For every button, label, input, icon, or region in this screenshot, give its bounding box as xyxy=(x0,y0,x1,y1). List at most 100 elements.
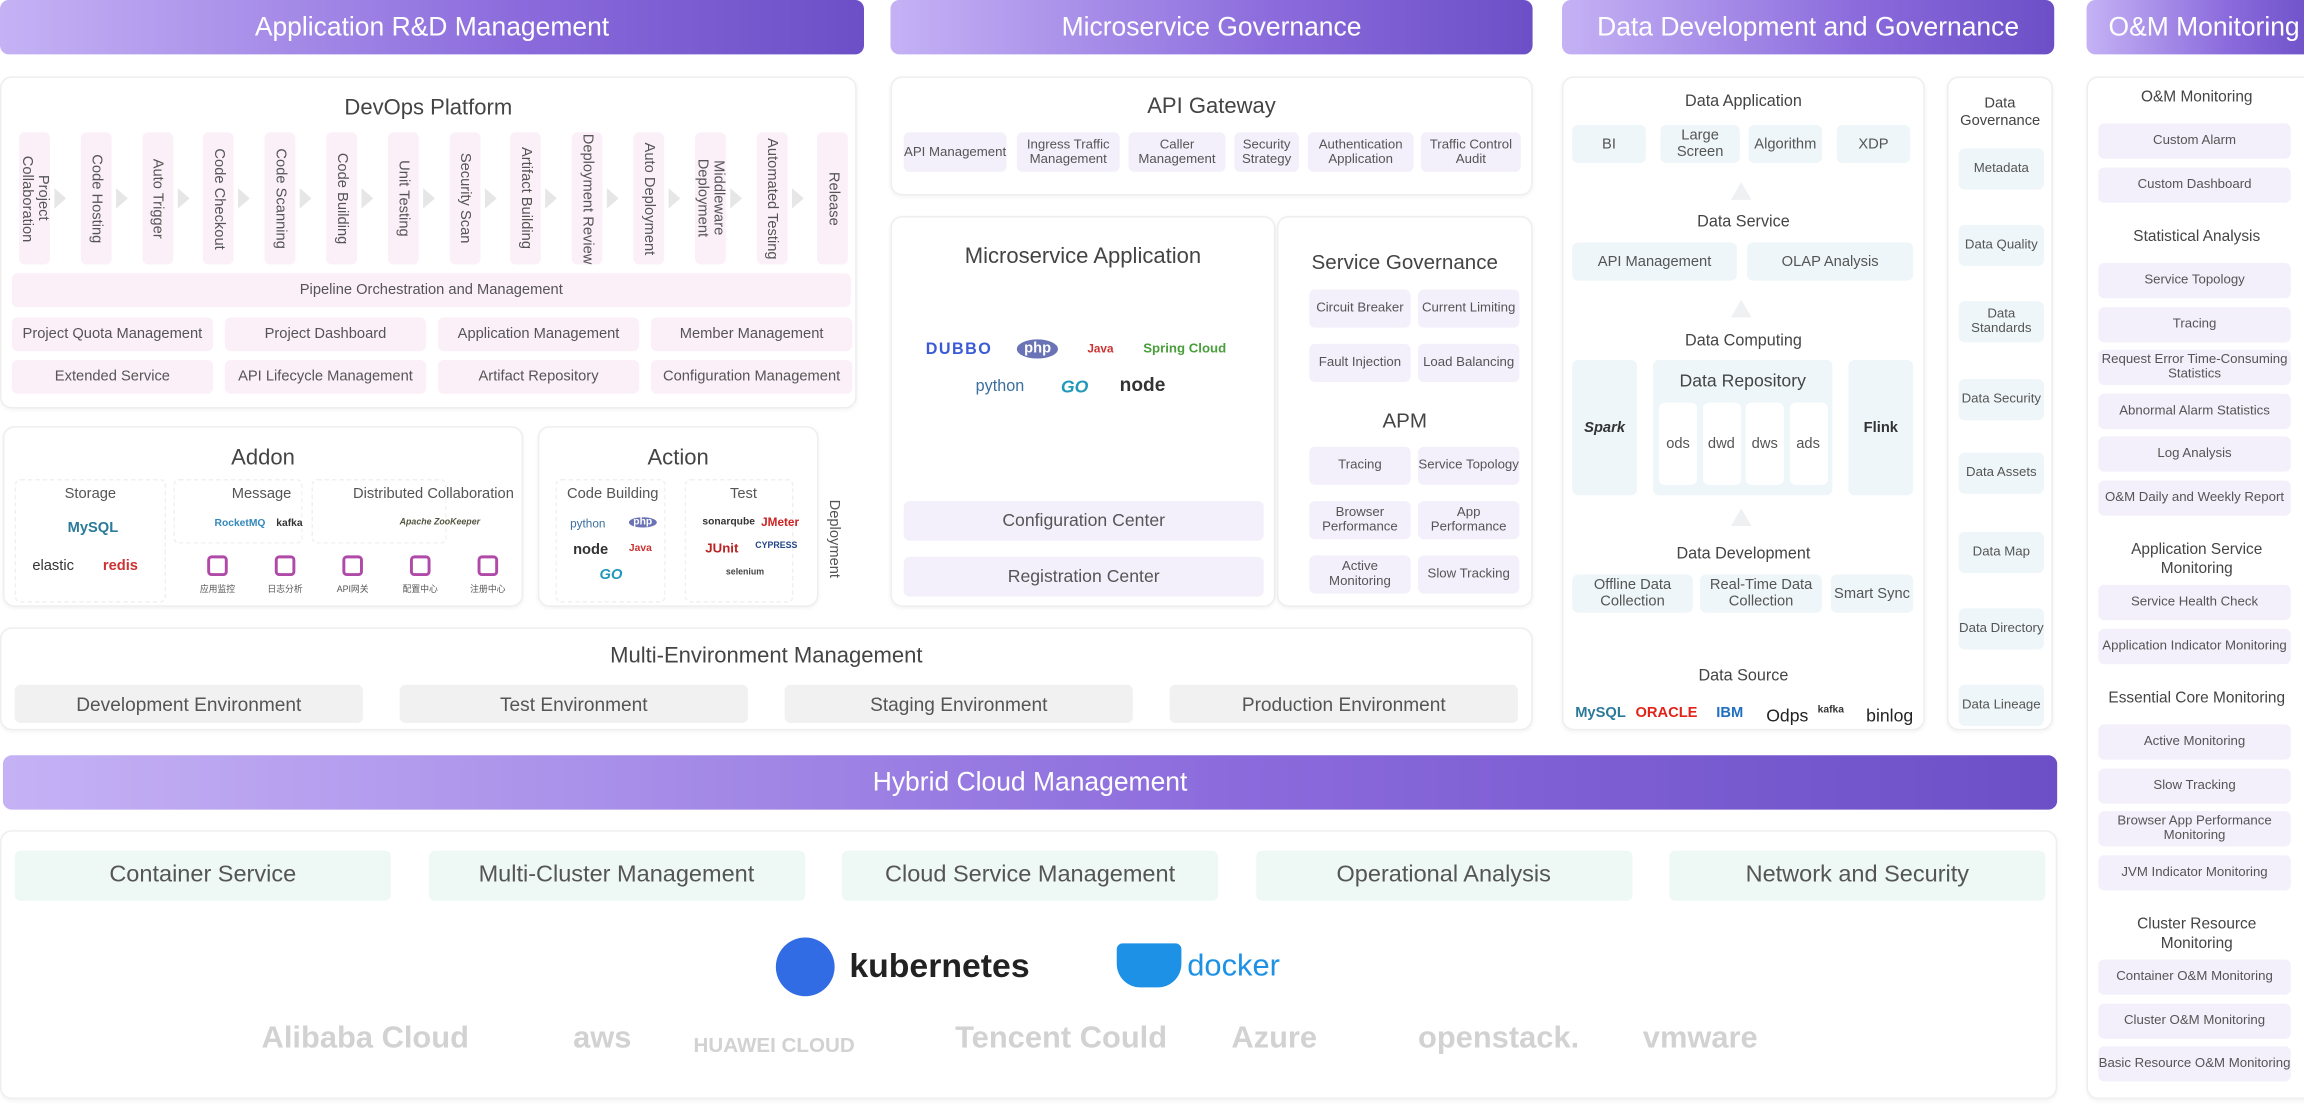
cloud-provider-logo: aws xyxy=(573,1021,632,1056)
pipeline-step: Release xyxy=(817,132,849,265)
om-item: Tracing xyxy=(2098,306,2291,342)
mysql-logo: MySQL xyxy=(67,520,119,537)
om-item: Abnormal Alarm Statistics xyxy=(2098,393,2291,429)
pipeline-step: Deployment Review xyxy=(571,132,603,265)
apm-title: APM xyxy=(1382,408,1428,433)
data-dev-title: Data Development xyxy=(1676,545,1811,563)
pipeline-step-label: Release xyxy=(824,171,842,226)
data-governance-item: Data Security xyxy=(1958,379,2044,421)
devops-panel: DevOps Platform xyxy=(0,76,857,409)
addon-title: Addon xyxy=(231,445,295,471)
om-item: Basic Resource O&M Monitoring xyxy=(2098,1046,2291,1082)
environment-item: Test Environment xyxy=(399,684,748,723)
pipeline-step: Code Checkout xyxy=(203,132,235,265)
devops-module: Member Management xyxy=(650,317,853,352)
gateway-item: Security Strategy xyxy=(1234,132,1299,172)
pipeline-step: Artifact Building xyxy=(510,132,542,265)
cloud-provider-logo: Azure xyxy=(1231,1021,1318,1056)
tool-label: 注册中心 xyxy=(470,586,506,596)
pipeline-step-label: Code Building xyxy=(333,152,350,245)
pipeline-step: Code Scanning xyxy=(264,132,296,265)
om-group-title: O&M Monitoring xyxy=(2141,88,2253,106)
pipeline-step: Project Collaboration xyxy=(18,132,51,265)
chevron-right-icon xyxy=(729,188,742,209)
environment-item: Development Environment xyxy=(14,684,363,723)
devops-module: Extended Service xyxy=(11,360,214,394)
pipeline-step-label: Security Scan xyxy=(456,153,473,244)
service-governance-title: Service Governance xyxy=(1311,249,1498,274)
chevron-right-icon xyxy=(791,188,804,209)
test-label: Test xyxy=(730,486,757,503)
redis-logo: redis xyxy=(102,558,138,575)
tool-icon xyxy=(274,555,296,577)
gateway-item: Ingress Traffic Management xyxy=(1016,132,1120,172)
om-item: Log Analysis xyxy=(2098,436,2291,472)
data-source-logo: MySQL xyxy=(1575,705,1626,722)
data-dev-item: Offline Data Collection xyxy=(1572,574,1693,613)
tool-icon xyxy=(477,555,499,577)
om-item: O&M Daily and Weekly Report xyxy=(2098,479,2291,516)
environment-item: Production Environment xyxy=(1169,684,1518,723)
cypress-logo: CYPRESS xyxy=(755,542,798,552)
arrow-up-icon xyxy=(1730,176,1752,200)
junit-logo: JUnit xyxy=(705,540,739,556)
data-app-item: XDP xyxy=(1836,124,1911,164)
pipeline-step: Middleware Deployment xyxy=(693,132,727,265)
data-source-title: Data Source xyxy=(1698,667,1789,685)
microservice-app-panel: Microservice Application xyxy=(890,216,1276,607)
configuration-center: Configuration Center xyxy=(903,501,1264,541)
message-label: Message xyxy=(231,486,292,503)
data-app-item: BI xyxy=(1572,124,1646,164)
tool-label: 日志分析 xyxy=(267,586,303,596)
gateway-item: API Management xyxy=(903,132,1007,172)
cloud-provider-logo: openstack. xyxy=(1417,1021,1580,1056)
repo-layer: ods xyxy=(1658,402,1698,485)
action-title: Action xyxy=(647,445,709,471)
gateway-item: Traffic Control Audit xyxy=(1420,132,1521,172)
apm-item: Tracing xyxy=(1309,446,1411,485)
hybrid-item: Operational Analysis xyxy=(1255,850,1632,901)
python-logo: python xyxy=(570,517,606,531)
data-service-item: API Management xyxy=(1572,242,1737,281)
chevron-right-icon xyxy=(361,188,374,209)
chevron-right-icon xyxy=(484,188,497,209)
data-governance-item: Metadata xyxy=(1958,148,2044,190)
om-item: Custom Dashboard xyxy=(2098,166,2291,203)
data-computing-title: Data Computing xyxy=(1685,332,1802,350)
pipeline-step: Security Scan xyxy=(449,132,480,265)
om-item: Container O&M Monitoring xyxy=(2098,959,2291,995)
chevron-right-icon xyxy=(607,188,619,209)
java-logo: Java xyxy=(1087,342,1114,356)
pipeline-step-label: Unit Testing xyxy=(394,160,412,237)
chevron-right-icon xyxy=(238,188,251,209)
om-item: Request Error Time-Consuming Statistics xyxy=(2098,349,2291,385)
pipeline-step-label: Project Collaboration xyxy=(18,155,51,242)
tool-icon xyxy=(409,555,431,577)
dubbo-logo: DUBBO xyxy=(925,340,993,359)
pipeline-step-label: Code Hosting xyxy=(87,153,105,243)
pipeline-bar: Pipeline Orchestration and Management xyxy=(11,273,851,308)
tool-label: API网关 xyxy=(336,586,369,596)
pipeline-step-label: Middleware Deployment xyxy=(693,159,727,238)
hybrid-item: Cloud Service Management xyxy=(841,850,1219,901)
jmeter-logo: JMeter xyxy=(761,515,800,529)
apm-item: Service Topology xyxy=(1417,446,1520,485)
devops-module: Project Dashboard xyxy=(224,317,427,352)
data-service-item: OLAP Analysis xyxy=(1747,242,1914,281)
tool-label: 配置中心 xyxy=(402,586,438,596)
sonarqube-logo: sonarqube xyxy=(702,517,755,528)
data-governance-item: Data Directory xyxy=(1958,608,2044,650)
data-source-logo: ORACLE xyxy=(1635,705,1698,722)
data-governance-item: Data Assets xyxy=(1958,452,2044,494)
apm-item: Browser Performance xyxy=(1309,501,1411,540)
tool-icon xyxy=(207,555,228,577)
gateway-item: Caller Management xyxy=(1128,132,1226,172)
data-source-logo: binlog xyxy=(1866,705,1914,726)
python-logo: python xyxy=(975,377,1025,396)
hybrid-item: Multi-Cluster Management xyxy=(428,850,805,901)
om-item: Service Health Check xyxy=(2098,584,2291,621)
data-governance-item: Data Map xyxy=(1958,531,2044,574)
om-item: Custom Alarm xyxy=(2098,123,2291,159)
governance-item: Fault Injection xyxy=(1309,343,1411,383)
data-source-logo: kafka xyxy=(1817,705,1844,716)
